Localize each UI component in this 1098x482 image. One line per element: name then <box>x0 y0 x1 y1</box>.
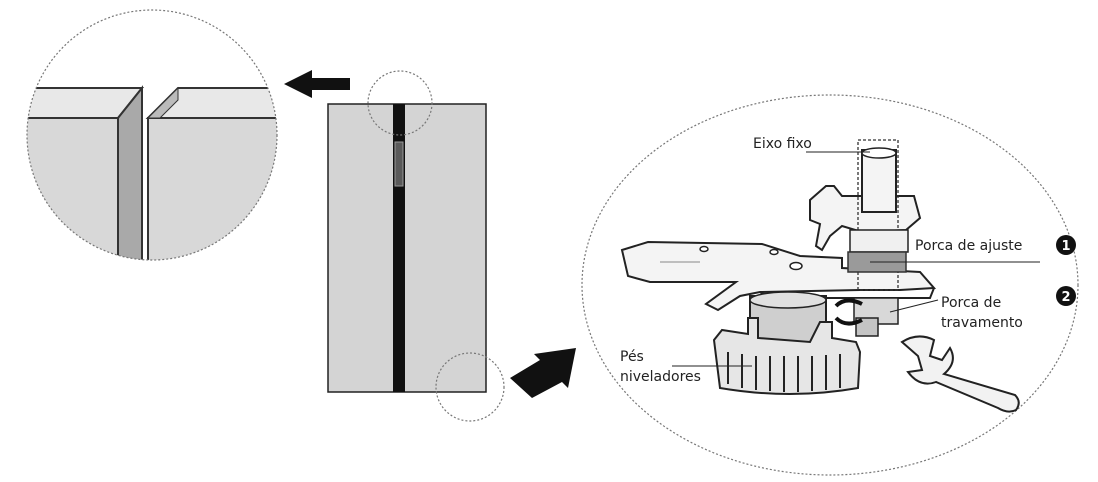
marker-2-number: 2 <box>1061 290 1070 305</box>
locking-nut <box>834 297 899 337</box>
label-porca-ajuste: Porca de ajuste <box>915 238 1022 254</box>
top-detail-circle <box>367 70 433 136</box>
leader-lines <box>672 151 1040 367</box>
upper-bracket <box>809 139 922 291</box>
bottom-detail-circle <box>435 352 505 422</box>
label-porca-travamento-2: travamento <box>941 315 1023 331</box>
leveling-foot-assembly <box>620 139 1020 413</box>
marker-2: 2 <box>1056 286 1076 306</box>
marker-1: 1 <box>1056 235 1076 255</box>
arrow-left-icon <box>284 70 350 98</box>
wrench-icon <box>900 335 1020 413</box>
label-pes-1: Pés <box>620 349 644 365</box>
leveling-foot <box>712 291 862 395</box>
fixed-shaft-outline <box>857 139 899 291</box>
refrigerator-front-view <box>327 70 505 422</box>
leveling-foot-zoom-ellipse <box>581 94 1079 476</box>
marker-1-number: 1 <box>1061 239 1070 254</box>
label-porca-travamento-1: Porca de <box>941 295 1001 311</box>
arrow-right-icon <box>510 348 576 398</box>
label-eixo-fixo: Eixo fixo <box>753 136 812 152</box>
label-pes-2: niveladores <box>620 369 701 385</box>
door-gap-zoom-circle <box>26 9 278 261</box>
